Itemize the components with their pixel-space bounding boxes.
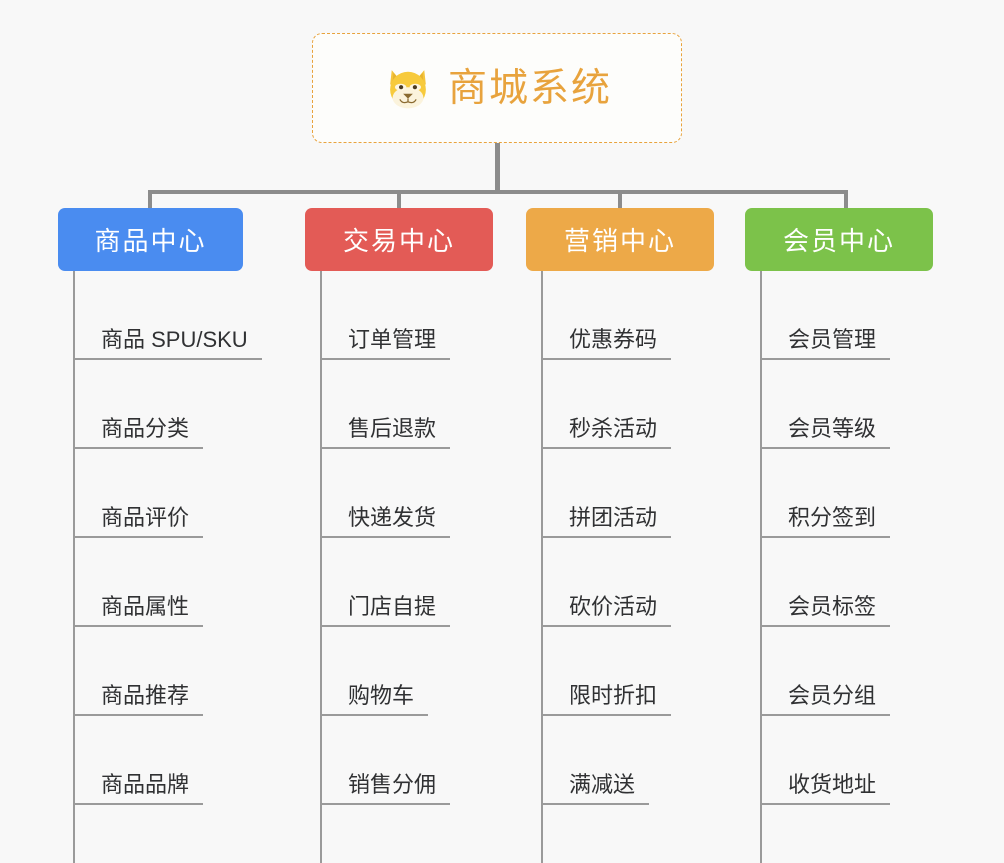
list-item-label: 商品 SPU/SKU [73, 327, 262, 360]
category-header-2-label: 交易中心 [342, 226, 455, 256]
list-item[interactable]: 优惠券码 [541, 271, 672, 360]
list-item-label: 秒杀活动 [541, 416, 672, 449]
list-item-label: 门店自提 [320, 594, 451, 627]
category-header-3-label: 营销中心 [563, 226, 676, 256]
category-header-4[interactable]: 会员中心 [745, 208, 933, 271]
list-item[interactable]: 会员等级 [760, 360, 891, 449]
list-item-label: 拼团活动 [541, 505, 672, 538]
list-item[interactable]: 会员管理 [760, 271, 891, 360]
list-item[interactable]: 购物车 [320, 627, 429, 716]
list-item[interactable]: 积分签到 [760, 449, 891, 538]
list-item-label: 限时折扣 [541, 683, 672, 716]
list-item-label: 会员管理 [760, 327, 891, 360]
column-trunk-line-3 [541, 271, 543, 863]
connector-root-stem [495, 143, 500, 193]
list-item[interactable]: 销售分佣 [320, 716, 451, 805]
list-item[interactable]: 收货地址 [760, 716, 891, 805]
list-item-label: 商品分类 [73, 416, 204, 449]
list-item-label: 会员标签 [760, 594, 891, 627]
list-item[interactable]: 商品 SPU/SKU [73, 271, 262, 360]
list-item-label: 积分签到 [760, 505, 891, 538]
list-item[interactable]: 售后退款 [320, 360, 451, 449]
list-item[interactable]: 门店自提 [320, 538, 451, 627]
list-item-label: 收货地址 [760, 772, 891, 805]
list-item[interactable]: 限时折扣 [541, 627, 672, 716]
list-item-label: 会员等级 [760, 416, 891, 449]
list-item[interactable]: 砍价活动 [541, 538, 672, 627]
list-item-label: 售后退款 [320, 416, 451, 449]
list-item-label: 商品属性 [73, 594, 204, 627]
list-item[interactable]: 商品分类 [73, 360, 204, 449]
connector-drop-4 [844, 190, 848, 210]
column-trunk-line-1 [73, 271, 75, 863]
list-item-label: 商品评价 [73, 505, 204, 538]
list-item[interactable]: 商品属性 [73, 538, 204, 627]
category-header-1-label: 商品中心 [94, 226, 207, 256]
category-header-3[interactable]: 营销中心 [526, 208, 714, 271]
list-item[interactable]: 拼团活动 [541, 449, 672, 538]
category-header-2[interactable]: 交易中心 [305, 208, 493, 271]
column-trunk-line-2 [320, 271, 322, 863]
list-item-label: 购物车 [320, 683, 429, 716]
list-item-label: 砍价活动 [541, 594, 672, 627]
connector-drop-1 [148, 190, 152, 210]
mindmap-canvas: 商城系统 商品中心 商品 SPU/SKU 商品分类 商品评价 商品属性 商 [58, 33, 933, 863]
shiba-dog-face-icon [390, 70, 426, 109]
connector-drop-2 [397, 190, 401, 210]
list-item[interactable]: 会员标签 [760, 538, 891, 627]
list-item[interactable]: 秒杀活动 [541, 360, 672, 449]
list-item-label: 销售分佣 [320, 772, 451, 805]
category-header-4-label: 会员中心 [782, 226, 895, 256]
list-item[interactable]: 快递发货 [320, 449, 451, 538]
root-title: 商城系统 [447, 66, 612, 110]
list-item-label: 优惠券码 [541, 327, 672, 360]
column-trunk-line-4 [760, 271, 762, 863]
category-header-1[interactable]: 商品中心 [58, 208, 243, 271]
list-item-label: 商品品牌 [73, 772, 204, 805]
list-item-label: 快递发货 [320, 505, 451, 538]
list-item[interactable]: 商品品牌 [73, 716, 204, 805]
list-item[interactable]: 订单管理 [320, 271, 451, 360]
connector-bus [148, 190, 848, 194]
list-item[interactable]: 商品推荐 [73, 627, 204, 716]
list-item-label: 商品推荐 [73, 683, 204, 716]
root-node[interactable]: 商城系统 [312, 33, 682, 143]
list-item[interactable]: 会员分组 [760, 627, 891, 716]
connector-drop-3 [618, 190, 622, 210]
list-item-label: 满减送 [541, 772, 650, 805]
list-item[interactable]: 满减送 [541, 716, 650, 805]
list-item-label: 会员分组 [760, 683, 891, 716]
list-item[interactable]: 商品评价 [73, 449, 204, 538]
list-item-label: 订单管理 [320, 327, 451, 360]
